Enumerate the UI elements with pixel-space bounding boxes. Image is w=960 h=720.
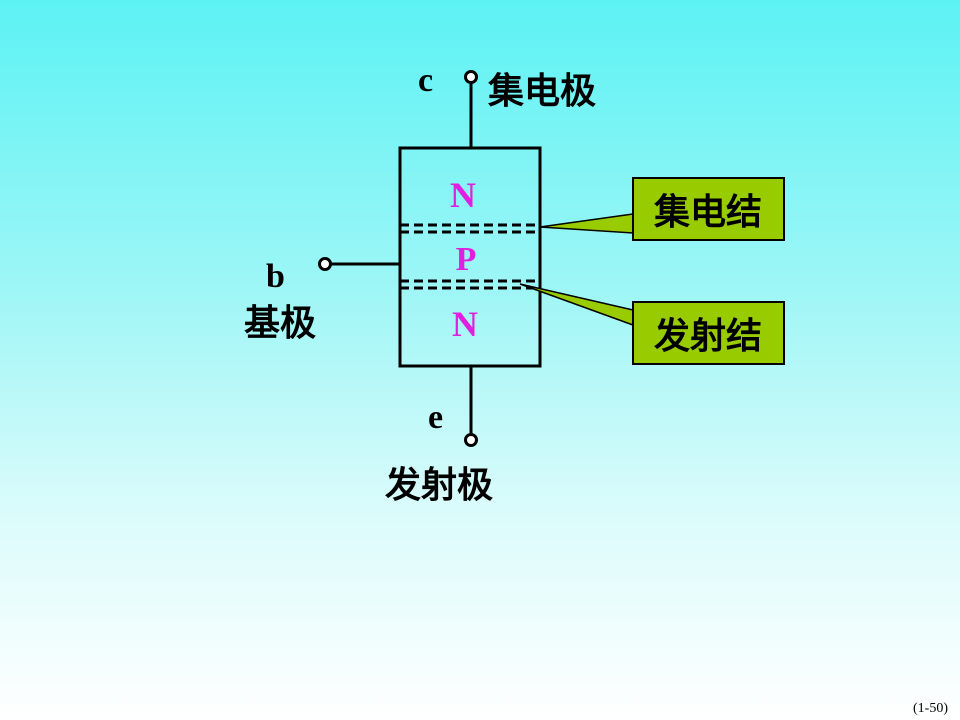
collector-terminal [464,70,478,84]
collector-junction-pointer [539,213,634,234]
base-terminal [318,257,332,271]
layer-middle-label: P [456,241,477,278]
emitter-junction-pointer [519,283,634,327]
collector-junction-label: 集电结 [653,192,762,233]
emitter-junction-callout [632,301,785,365]
collector-label: 集电极 [487,71,596,112]
collector-letter: c [418,62,433,99]
collector-junction-callout [632,177,785,241]
base-label: 基极 [244,303,316,344]
emitter-junction-label: 发射结 [654,316,762,357]
base-letter: b [266,258,285,295]
emitter-label: 发射极 [385,465,493,506]
emitter-letter: e [428,399,443,436]
layer-bottom-label: N [452,304,478,344]
layer-top-label: N [450,175,476,215]
page-number: (1-50) [913,701,948,716]
emitter-terminal [464,433,478,447]
